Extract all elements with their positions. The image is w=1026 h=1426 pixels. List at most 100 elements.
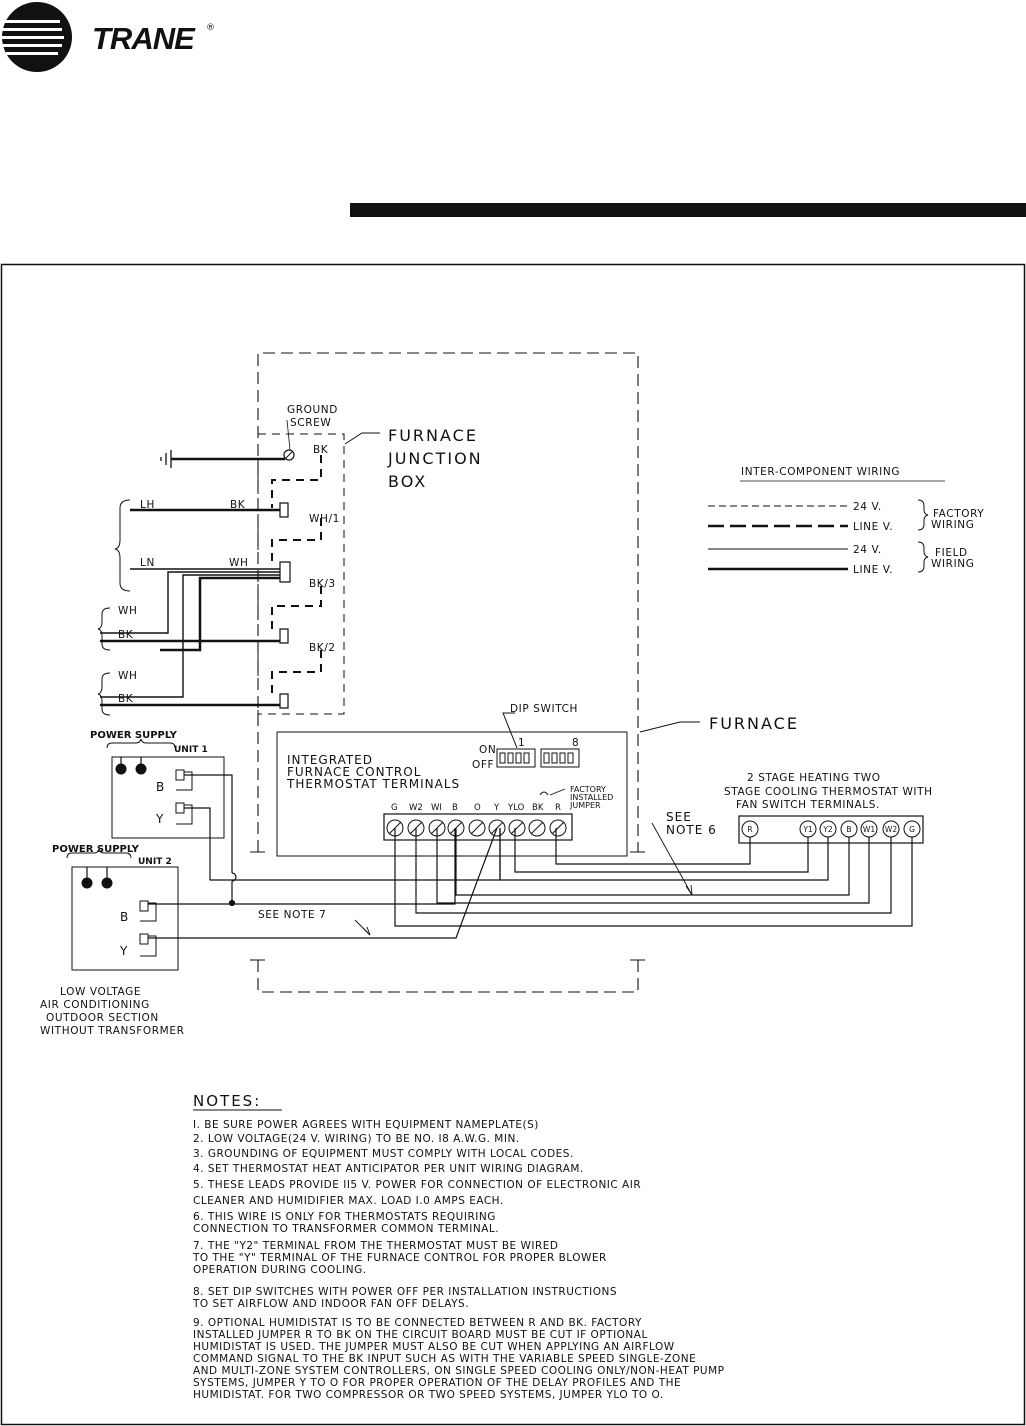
- note-line: 4. SET THERMOSTAT HEAT ANTICIPATOR PER U…: [193, 1163, 584, 1175]
- power-supply-1: POWER SUPPLY: [90, 730, 178, 741]
- ground-bk-label: BK: [313, 444, 329, 456]
- header-bar: [350, 203, 1026, 217]
- tterm-w1: W1: [863, 825, 875, 834]
- dip-8-label: 8: [572, 737, 579, 749]
- note-line: AND MULTI-ZONE SYSTEM CONTROLLERS, ON SI…: [193, 1365, 724, 1377]
- ifc-board: [276, 731, 628, 857]
- note-line: I. BE SURE POWER AGREES WITH EQUIPMENT N…: [193, 1119, 539, 1131]
- power-supply-2: POWER SUPPLY: [52, 844, 140, 855]
- outdoor-label-1: LOW VOLTAGE: [60, 986, 141, 998]
- field-wiring-2: WIRING: [931, 558, 974, 570]
- factory-jumper-label-1: FACTORY: [570, 785, 606, 794]
- notes-title: NOTES:: [193, 1092, 261, 1110]
- note-line: 2. LOW VOLTAGE(24 V. WIRING) TO BE NO. I…: [193, 1133, 520, 1145]
- fterm-y: Y: [493, 803, 500, 813]
- field-wiring-1: FIELD: [935, 547, 968, 559]
- note-line: 9. OPTIONAL HUMIDISTAT IS TO BE CONNECTE…: [193, 1317, 642, 1329]
- acc-wh-wire-1: [100, 571, 280, 634]
- dip-switch: [496, 712, 580, 768]
- fterm-bk: BK: [532, 803, 544, 813]
- ln-label: LN: [140, 557, 155, 569]
- legend-factory-line: LINE V.: [853, 521, 893, 533]
- thermostat-title-2: STAGE COOLING THERMOSTAT WITH: [724, 786, 933, 798]
- field-wires: [148, 774, 913, 939]
- unit-1-b: B: [156, 780, 165, 794]
- brace-acc-1: [97, 607, 111, 651]
- legend-field-24v: 24 V.: [853, 544, 882, 556]
- unit-1-box: [111, 756, 225, 839]
- tterm-r: R: [747, 825, 752, 834]
- dip-1-label: 1: [518, 737, 525, 749]
- note-line: TO SET AIRFLOW AND INDOOR FAN OFF DELAYS…: [192, 1298, 469, 1310]
- legend-title: INTER-COMPONENT WIRING: [741, 466, 900, 478]
- note-line: 8. SET DIP SWITCHES WITH POWER OFF PER I…: [193, 1286, 617, 1298]
- thermostat-terminal-strip: [738, 815, 924, 844]
- bk3-label: BK/3: [309, 578, 336, 590]
- furnace-terminal-strip: [383, 813, 573, 841]
- note-line: CONNECTION TO TRANSFORMER COMMON TERMINA…: [193, 1223, 499, 1235]
- note-line: 3. GROUNDING OF EQUIPMENT MUST COMPLY WI…: [193, 1148, 574, 1160]
- ground-symbol: [160, 450, 172, 468]
- thermostat-title-1: 2 STAGE HEATING TWO: [747, 772, 881, 784]
- junction-box-label-2: JUNCTION: [387, 449, 483, 468]
- tterm-g: G: [909, 825, 915, 834]
- acc-wh-wire-2: [100, 574, 280, 698]
- furnace-outline-bottom: [257, 960, 639, 993]
- factory-jumper-label-3: JUMPER: [569, 801, 601, 810]
- ln-wh-label: WH: [229, 557, 248, 569]
- note-line: HUMIDISTAT IS USED. THE JUMPER MUST ALSO…: [193, 1341, 675, 1353]
- fterm-wi: WI: [431, 803, 442, 813]
- wh1-label: WH/1: [309, 513, 340, 525]
- lh-label: LH: [140, 499, 155, 511]
- ground-screw: [283, 449, 295, 461]
- dip-off-label: OFF: [472, 759, 494, 771]
- see-note-7: SEE NOTE 7: [258, 909, 326, 921]
- dip-switch-label: DIP SWITCH: [510, 703, 578, 715]
- factory-wiring-2: WIRING: [931, 519, 974, 531]
- ground-screw-label-1: GROUND: [287, 404, 338, 416]
- logo-stripes: [2, 20, 64, 55]
- tterm-y2: Y2: [822, 825, 833, 834]
- factory-jumper: [539, 791, 549, 796]
- note-line: INSTALLED JUMPER R TO BK ON THE CIRCUIT …: [193, 1329, 648, 1341]
- ground-screw-label-2: SCREW: [290, 417, 331, 429]
- note-line: COMMAND SIGNAL TO THE BK INPUT SUCH AS W…: [193, 1353, 696, 1365]
- see-note-6-1: SEE: [666, 810, 692, 824]
- acc2-wh-label: WH: [118, 670, 137, 682]
- junction-box-label-3: BOX: [388, 472, 427, 491]
- unit-2-box: [71, 866, 179, 971]
- fterm-ylo: YLO: [507, 803, 525, 813]
- note-line: 7. THE "Y2" TERMINAL FROM THE THERMOSTAT…: [193, 1240, 559, 1252]
- factory-jumper-label-2: INSTALLED: [570, 793, 613, 802]
- unit-2-b: B: [120, 910, 129, 924]
- outdoor-label-2: AIR CONDITIONING: [40, 999, 150, 1011]
- unit-1-y: Y: [155, 812, 164, 826]
- junction-box-label-1: FURNACE: [388, 426, 478, 445]
- fterm-r: R: [555, 803, 561, 813]
- dip-on-label: ON: [479, 744, 496, 756]
- furnace-label: FURNACE: [709, 714, 799, 733]
- note-line: 5. THESE LEADS PROVIDE II5 V. POWER FOR …: [193, 1179, 641, 1191]
- diagram-frame: [0, 263, 1026, 1426]
- fterm-w2: W2: [409, 803, 423, 813]
- brace-line-voltage: [114, 499, 131, 592]
- tterm-b: B: [846, 825, 851, 834]
- ifc-label-2: FURNACE CONTROL: [287, 765, 421, 779]
- tterm-w2: W2: [885, 825, 897, 834]
- legend: [708, 480, 945, 573]
- acc2-bk-label: BK: [118, 693, 134, 705]
- acc1-bk-label: BK: [118, 629, 134, 641]
- furnace-outline: [257, 352, 639, 852]
- see-note-6-2: NOTE 6: [666, 823, 717, 837]
- note-line: TO THE "Y" TERMINAL OF THE FURNACE CONTR…: [192, 1252, 607, 1264]
- outdoor-label-4: WITHOUT TRANSFORMER: [40, 1025, 184, 1037]
- fterm-b: B: [452, 803, 458, 813]
- fterm-o: O: [474, 803, 481, 813]
- note-line: OPERATION DURING COOLING.: [193, 1264, 367, 1276]
- wiring-diagram: GROUND SCREW BK FURNACE JUNCTION BOX LH …: [0, 263, 1026, 1426]
- thermostat-terminal-circles: [741, 820, 921, 838]
- unit-1-label: UNIT 1: [174, 745, 208, 755]
- unit-2-label: UNIT 2: [138, 857, 172, 867]
- junction-box-outline: [257, 433, 345, 715]
- trane-logo: TRANE ®: [2, 2, 215, 72]
